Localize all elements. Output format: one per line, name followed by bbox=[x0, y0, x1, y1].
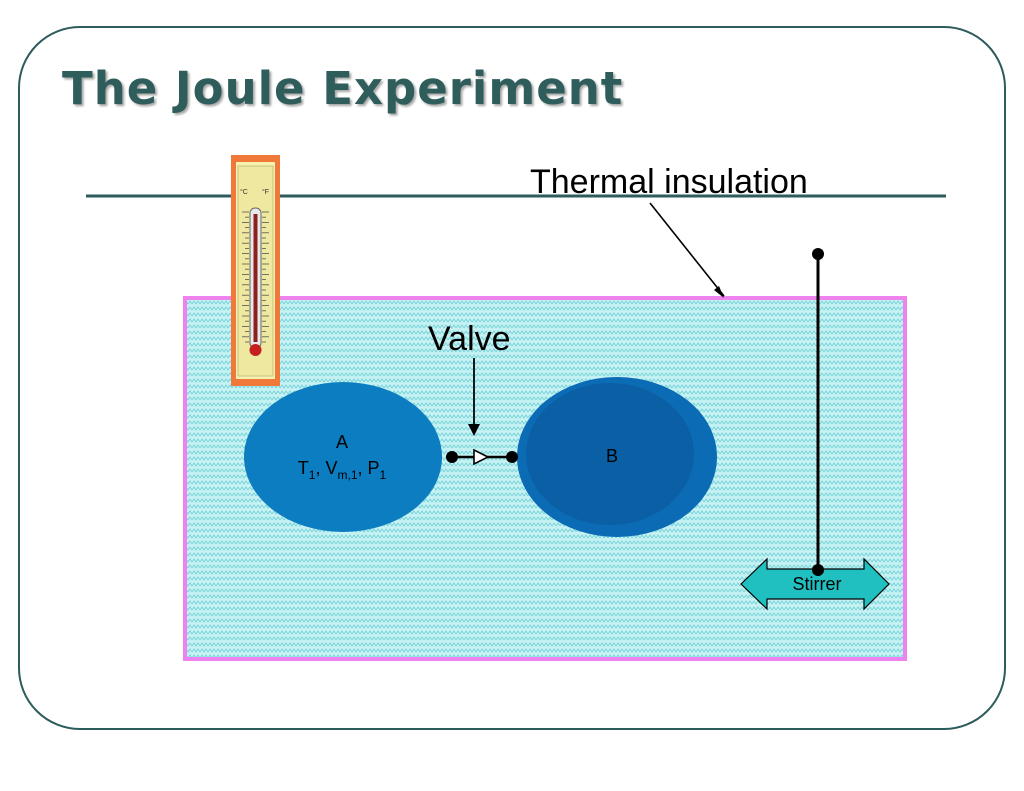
thermometer-celsius-label: °C bbox=[240, 188, 248, 196]
stirrer-label: Stirrer bbox=[793, 574, 842, 594]
valve-connector bbox=[446, 448, 518, 466]
slide-title: The Joule Experiment bbox=[62, 62, 624, 115]
valve-pointer-arrowhead bbox=[468, 424, 480, 436]
insulation-pointer bbox=[649, 202, 725, 297]
thermometer-fahrenheit-label: °F bbox=[262, 188, 269, 196]
vessel-a-state: T1, Vm,1, P1 bbox=[298, 458, 387, 482]
valve-label: Valve bbox=[428, 320, 511, 358]
vessel-b-label: B bbox=[606, 446, 618, 466]
vessel-a bbox=[244, 382, 442, 532]
stirrer-top-knob bbox=[812, 248, 824, 260]
insulation-pointer-arrowhead bbox=[714, 286, 724, 298]
slide-frame bbox=[18, 26, 1006, 730]
stirrer-hub bbox=[812, 564, 824, 576]
stirrer-paddle bbox=[740, 557, 890, 611]
thermometer-icon: °C °F bbox=[231, 155, 280, 386]
vessel-a-label: A bbox=[336, 432, 348, 452]
insulation-label: Thermal insulation bbox=[530, 163, 808, 201]
vessel-b bbox=[526, 383, 694, 525]
